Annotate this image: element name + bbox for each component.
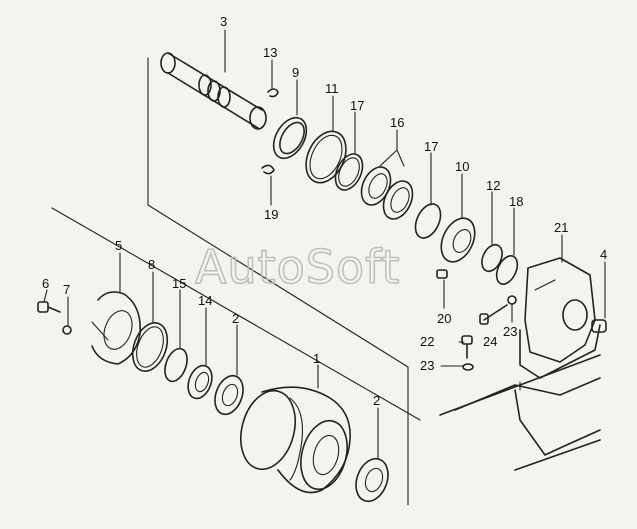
label-part-17-upper: 17	[350, 98, 364, 113]
label-part-10: 10	[455, 159, 469, 174]
part-o-ring-8	[131, 322, 169, 372]
label-part-4: 4	[600, 247, 607, 262]
label-part-16: 16	[390, 115, 404, 130]
part-o-ring-15	[164, 347, 188, 383]
label-part-21: 21	[554, 220, 568, 235]
part-shaft	[160, 52, 267, 130]
part-washer-7	[62, 325, 72, 335]
part-o-ring-small-b	[414, 203, 442, 239]
label-part-12: 12	[486, 178, 500, 193]
label-part-17-lower: 17	[424, 139, 438, 154]
part-track-frame	[439, 354, 601, 471]
label-part-9: 9	[292, 65, 299, 80]
label-part-15: 15	[172, 276, 186, 291]
part-plug	[436, 269, 448, 279]
part-bolt-4	[591, 319, 607, 333]
label-part-20: 20	[437, 311, 451, 326]
label-part-3: 3	[220, 14, 227, 29]
part-seal-ring	[272, 116, 308, 160]
part-bolt-24	[479, 295, 517, 325]
leader-lines	[43, 29, 606, 459]
part-o-ring-small-a	[334, 153, 364, 191]
label-part-14: 14	[198, 293, 212, 308]
part-ring-12	[481, 243, 503, 273]
part-bearing-pair	[360, 166, 414, 220]
part-collar-a	[214, 374, 244, 416]
part-bolt-6	[37, 301, 61, 313]
part-bolt-22	[461, 335, 474, 371]
label-part-18: 18	[509, 194, 523, 209]
part-pin	[267, 88, 279, 98]
part-labels: 3 13 9 11 17 16 17 10 12 18 21 4 19 20 2…	[42, 14, 607, 408]
label-part-23-upper: 23	[503, 324, 517, 339]
label-part-6: 6	[42, 276, 49, 291]
part-seal-hub	[440, 217, 476, 263]
label-part-23-lower: 23	[420, 358, 434, 373]
label-part-22: 22	[420, 334, 434, 349]
label-part-24: 24	[483, 334, 497, 349]
part-bushing	[187, 364, 213, 400]
label-part-2-upper: 2	[232, 311, 239, 326]
label-part-19: 19	[264, 207, 278, 222]
label-part-5: 5	[115, 238, 122, 253]
part-collar-b	[355, 457, 389, 503]
label-part-13: 13	[263, 45, 277, 60]
part-cover	[91, 291, 141, 365]
label-part-11: 11	[325, 81, 339, 96]
watermark-text: AutoSoft	[195, 240, 401, 294]
label-part-2-lower: 2	[373, 393, 380, 408]
part-clip	[261, 164, 275, 175]
label-part-7: 7	[63, 282, 70, 297]
part-ring-18	[495, 255, 519, 285]
assembly-frame	[51, 57, 421, 506]
label-part-8: 8	[148, 257, 155, 272]
label-part-1: 1	[313, 351, 320, 366]
part-roller	[240, 386, 351, 494]
